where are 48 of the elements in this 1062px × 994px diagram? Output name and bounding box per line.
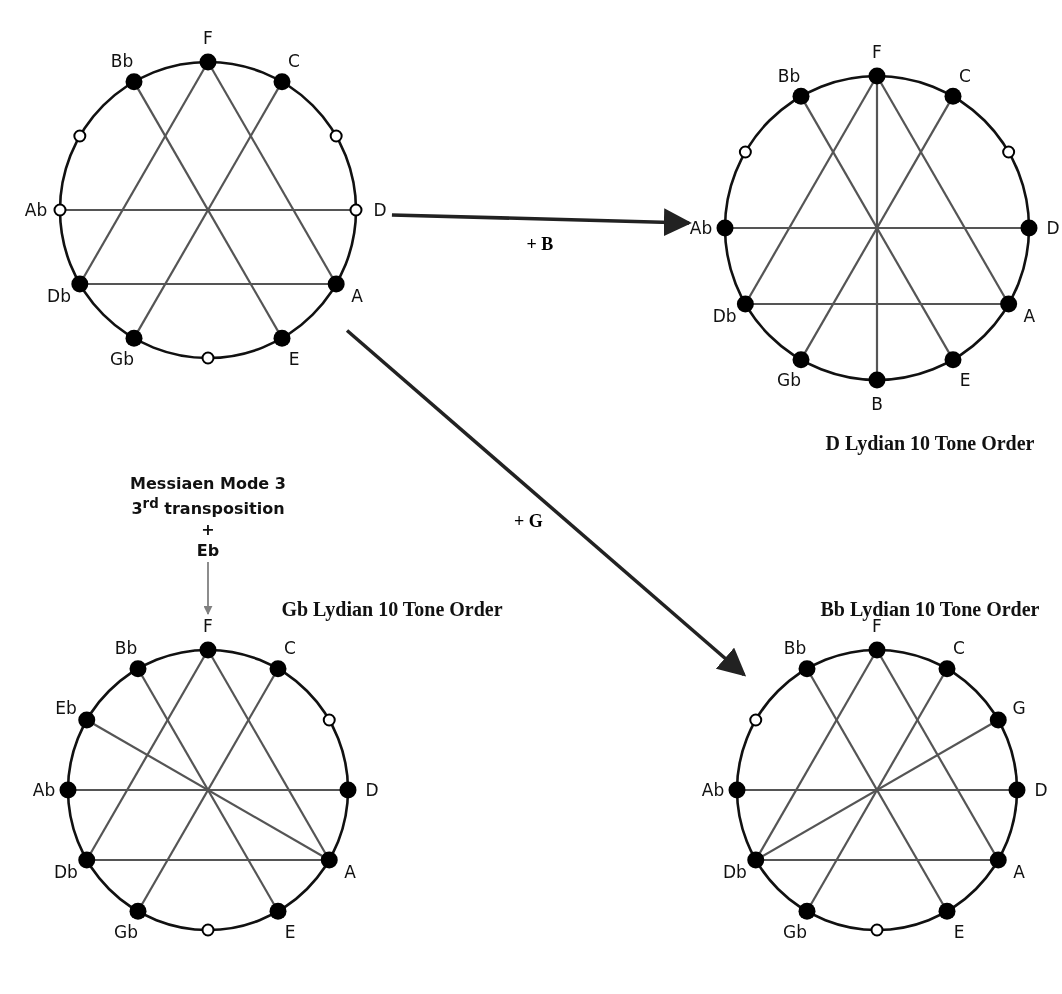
note-name: G [1012,699,1026,717]
note-name: Gb [110,350,134,368]
note-name: F [872,617,882,635]
mode-heading: Messiaen Mode 3 3$^{rd}$ transposition [129,474,287,520]
note-name: C [288,52,300,70]
note-name: B [871,395,883,413]
heading-line: + [201,519,215,541]
note-name: Bb [783,639,807,657]
note-name: D [373,201,387,219]
note-name: Eb [55,699,77,717]
note-name: A [351,287,363,305]
arrow [203,561,213,615]
note-name: Db [723,863,747,881]
arrow [391,208,692,237]
note-name: C [953,639,965,657]
note-name: E [288,350,300,368]
note-name: A [344,863,356,881]
scale-caption: Gb Lydian 10 Tone Order [281,598,503,620]
note-name: F [203,29,213,47]
note-name: D [365,781,379,799]
note-name: Ab [701,781,725,799]
note-name: E [284,923,296,941]
note-name: Gb [114,923,138,941]
heading-line: Eb [196,540,220,562]
note-name: D [1034,781,1048,799]
note-name: F [872,43,882,61]
note-name: Bb [110,52,134,70]
note-name: Db [712,307,737,325]
note-name: F [203,617,213,635]
note-name: Gb [777,371,801,389]
note-name: Ab [24,201,48,219]
note-name: A [1023,307,1036,325]
note-name: Db [47,287,71,305]
note-name: Ab [32,781,56,799]
arrow [345,329,747,677]
note-name: Gb [783,923,807,941]
note-name: C [959,67,971,85]
scale-caption: D Lydian 10 Tone Order [825,432,1035,454]
note-name: Db [54,863,78,881]
scale-caption: Bb Lydian 10 Tone Order [820,598,1040,620]
note-name: E [953,923,965,941]
note-name: E [959,371,971,389]
note-name: D [1046,219,1060,237]
note-name: A [1013,863,1025,881]
note-name: Bb [777,67,801,85]
note-name: C [284,639,296,657]
note-name: Ab [689,219,713,237]
note-name: Bb [114,639,138,657]
